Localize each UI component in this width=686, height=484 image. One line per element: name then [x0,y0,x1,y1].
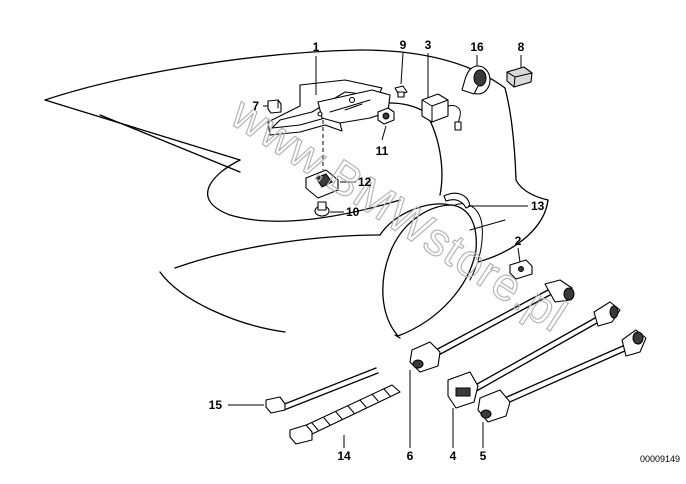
part-11-nut [377,107,395,125]
callout-1: 1 [313,40,320,54]
callout-13: 13 [531,199,545,213]
part-2-clip-nut [509,259,533,280]
callout-10: 10 [346,205,360,219]
callout-6: 6 [407,449,414,463]
callout-5: 5 [480,449,487,463]
part-8-pad [506,66,533,88]
part-12-holder [305,169,339,199]
callout-15: 15 [209,398,223,412]
callout-4: 4 [450,449,457,463]
part-13-strip [443,192,471,209]
callout-7: 7 [252,99,259,113]
leader-lines [228,52,528,448]
watermark: www.BMWstore.pl [222,86,577,342]
callout-16: 16 [470,40,484,54]
callout-14: 14 [337,449,351,463]
callout-2: 2 [515,234,522,248]
part-14-cable-tie [289,384,401,445]
part-5-sensor-cable [477,329,647,423]
callout-labels: 1 9 3 16 8 7 11 12 10 13 2 15 14 6 4 5 [209,38,545,463]
callout-11: 11 [376,144,389,158]
part-3-control-unit [421,93,462,131]
part-16-speaker [461,65,491,95]
callout-12: 12 [358,175,372,189]
callout-3: 3 [425,38,432,52]
part-7-clip [267,99,282,114]
part-9-screw [394,85,408,98]
callout-9: 9 [400,38,407,52]
part-4-sensor-cable [447,301,621,409]
part-6-sensor-cable [409,279,575,373]
callout-8: 8 [518,40,525,54]
part-15-cable-tie [265,367,379,414]
diagram-reference-number: 00009149 [640,454,680,464]
part-10-screw [314,201,330,217]
